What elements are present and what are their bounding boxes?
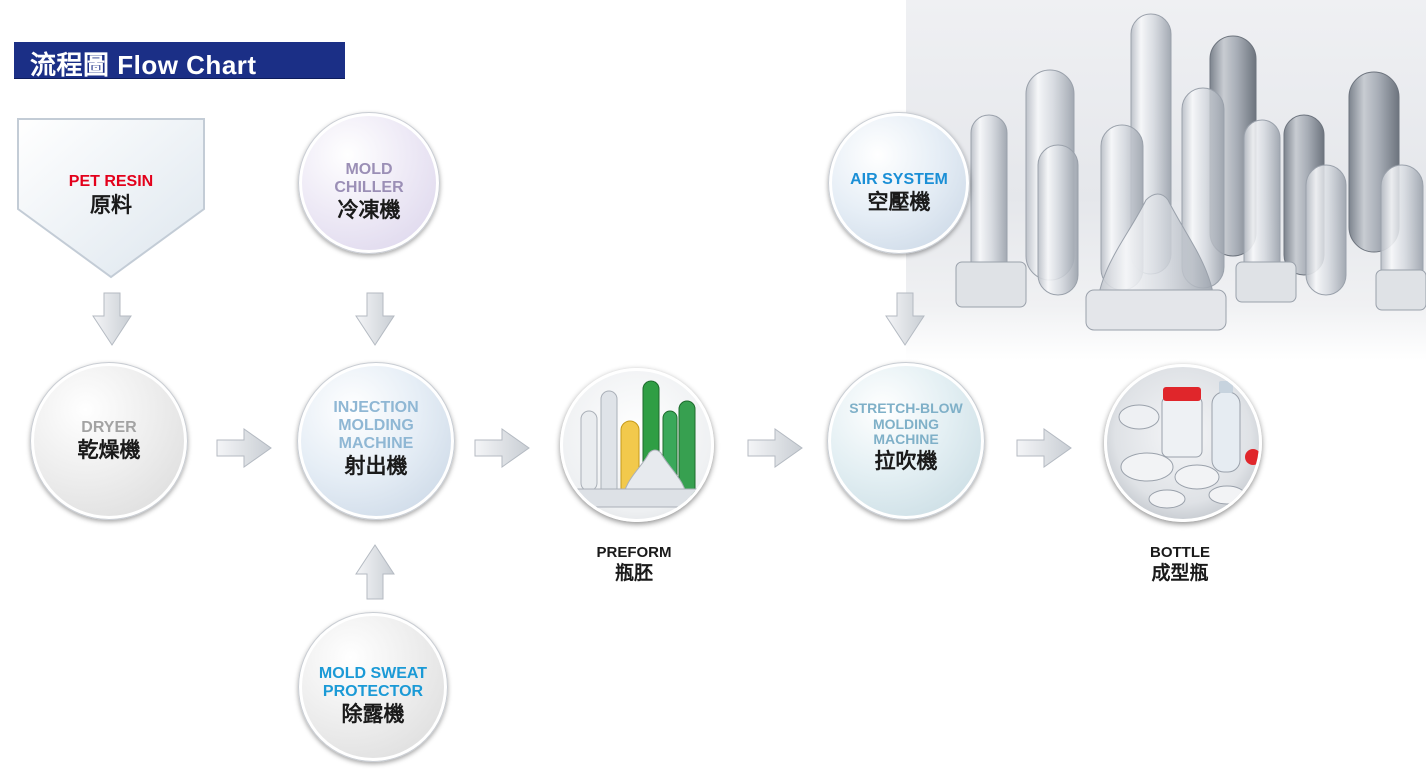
preforms-photo [906,0,1426,360]
page-title-bar: 流程圖 Flow Chart [14,42,345,80]
arrow-right-icon [747,428,803,468]
arrow-down-icon [355,292,395,346]
mold-sweat-en-1: MOLD SWEAT [318,665,428,682]
injection-zh: 射出機 [344,453,408,478]
mold-chiller-node: MOLD CHILLER 冷凍機 [298,112,440,254]
dryer-en: DRYER [81,419,137,436]
stretch-blow-zh: 拉吹機 [874,449,938,474]
bottle-zh: 成型瓶 [1151,562,1209,584]
stretch-blow-en-1: STRETCH-BLOW [849,400,963,416]
mold-sweat-en-2: PROTECTOR [322,682,424,700]
mold-sweat-zh: 除露機 [341,701,405,726]
arrow-right-icon [474,428,530,468]
mold-chiller-en-1: MOLD [345,161,393,178]
injection-en-3: MACHINE [338,434,414,452]
stretch-blow-en-2: MOLDING [872,415,940,432]
air-system-node: AIR SYSTEM 空壓機 [828,112,970,254]
bottle-caption: BOTTLE 成型瓶 [1104,544,1256,585]
preform-zh: 瓶胚 [614,562,653,584]
air-system-zh: 空壓機 [867,189,931,214]
arrow-right-icon [216,428,272,468]
injection-en-1: INJECTION [333,399,419,416]
pet-resin-zh: 原料 [90,193,132,218]
pet-resin-shape [17,118,205,279]
preform-caption: PREFORM 瓶胚 [560,544,708,585]
air-system-en: AIR SYSTEM [850,171,948,188]
dryer-zh: 乾燥機 [77,437,141,462]
preform-image [560,368,714,522]
arrow-down-icon [92,292,132,346]
arrow-down-icon [885,292,925,346]
stretch-blow-node: STRETCH-BLOW MOLDING MACHINE 拉吹機 [827,362,985,520]
stretch-blow-en-3: MACHINE [873,431,939,448]
arrow-up-icon [355,544,395,600]
mold-chiller-en-2: CHILLER [334,178,404,196]
pet-resin-en: PET RESIN [68,173,154,190]
mold-sweat-protector-node: MOLD SWEAT PROTECTOR 除露機 [298,612,448,762]
bottle-image [1104,364,1262,522]
injection-en-2: MOLDING [338,416,414,434]
preform-en: PREFORM [596,544,672,561]
pet-resin-node: PET RESIN 原料 [16,173,206,218]
mold-chiller-zh: 冷凍機 [337,197,401,222]
page-title: 流程圖 Flow Chart [30,50,257,80]
dryer-node: DRYER 乾燥機 [30,362,188,520]
injection-molding-node: INJECTION MOLDING MACHINE 射出機 [297,362,455,520]
bottle-en: BOTTLE [1150,544,1210,561]
arrow-right-icon [1016,428,1072,468]
